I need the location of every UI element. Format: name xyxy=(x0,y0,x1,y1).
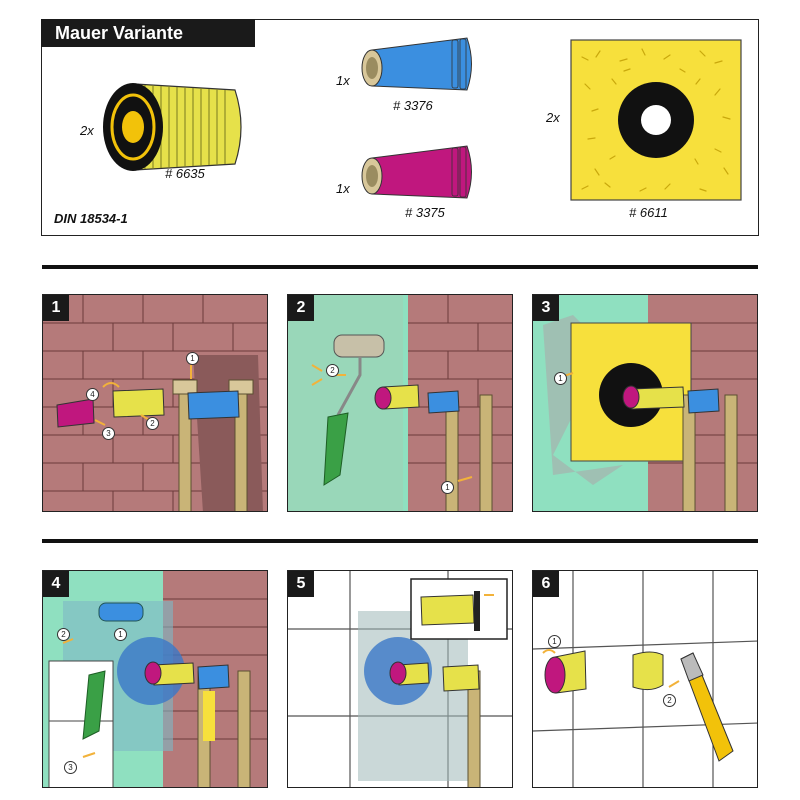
step-6-number: 6 xyxy=(533,571,559,597)
part-3376-qty: 1x xyxy=(336,73,350,88)
step-4-callout-1: 1 xyxy=(114,628,127,641)
part-3376-code: # 3376 xyxy=(393,98,433,113)
step-1-number: 1 xyxy=(43,295,69,321)
step-6-callout-2: 2 xyxy=(663,694,676,707)
part-3375-qty: 1x xyxy=(336,181,350,196)
step-3-panel: 3 1 xyxy=(532,294,758,512)
step-2-callout-1: 1 xyxy=(441,481,454,494)
step-1-callout-2: 2 xyxy=(146,417,159,430)
step-2-illustration xyxy=(288,295,512,511)
part-3375-code: # 3375 xyxy=(405,205,445,220)
plug-3376-illustration xyxy=(361,37,472,91)
step-5-number: 5 xyxy=(288,571,314,597)
divider-middle xyxy=(42,539,758,543)
step-3-number: 3 xyxy=(533,295,559,321)
step-6-illustration xyxy=(533,571,757,787)
step-4-callout-2: 2 xyxy=(57,628,70,641)
step-3-callout-1: 1 xyxy=(554,372,567,385)
part-6635-qty: 2x xyxy=(80,123,94,138)
step-4-number: 4 xyxy=(43,571,69,597)
step-1-panel: 1 1 2 3 4 xyxy=(42,294,268,512)
parts-title: Mauer Variante xyxy=(41,19,255,47)
step-1-callout-1: 1 xyxy=(186,352,199,365)
step-6-callout-1: 1 xyxy=(548,635,561,648)
step-2-number: 2 xyxy=(288,295,314,321)
step-4-panel: 4 1 2 3 xyxy=(42,570,268,788)
part-6635-code: # 6635 xyxy=(165,166,205,181)
step-5-panel: 5 xyxy=(287,570,513,788)
step-1-callout-3: 3 xyxy=(102,427,115,440)
step-1-callout-4: 4 xyxy=(86,388,99,401)
step-1-illustration xyxy=(43,295,267,511)
step-3-illustration xyxy=(533,295,757,511)
sealing-collar-6611-illustration xyxy=(570,39,742,201)
step-5-illustration xyxy=(288,571,512,787)
part-6611-code: # 6611 xyxy=(629,205,668,220)
step-2-panel: 2 1 2 xyxy=(287,294,513,512)
din-standard-label: DIN 18534-1 xyxy=(54,211,128,226)
step-4-illustration xyxy=(43,571,267,787)
part-6611-qty: 2x xyxy=(546,110,560,125)
divider-top xyxy=(42,265,758,269)
step-6-panel: 6 1 2 xyxy=(532,570,758,788)
parts-box xyxy=(41,19,759,236)
step-4-callout-3: 3 xyxy=(64,761,77,774)
plug-3375-illustration xyxy=(361,145,472,199)
sleeve-6635-illustration xyxy=(103,83,242,171)
step-2-callout-2: 2 xyxy=(326,364,339,377)
